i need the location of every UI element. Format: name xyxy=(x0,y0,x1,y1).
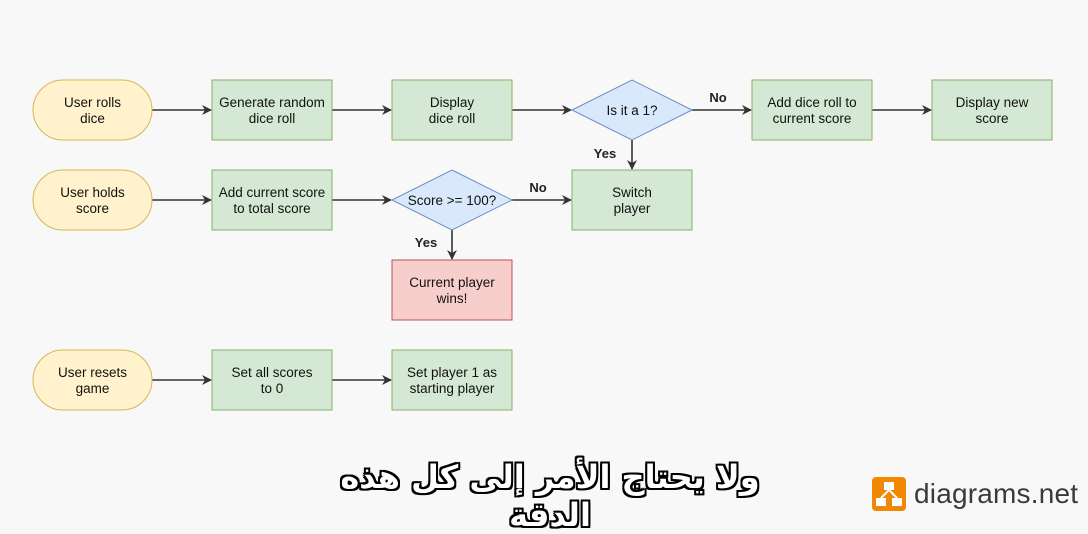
terminal-user-rolls-dice[interactable]: User rolls dice xyxy=(32,79,153,141)
process-set-all-scores-to-0[interactable]: Set all scores to 0 xyxy=(211,349,333,411)
end-current-player-wins[interactable]: Current player wins! xyxy=(391,259,513,321)
terminal-user-holds-score[interactable]: User holds score xyxy=(32,169,153,231)
node-label: User rolls xyxy=(64,95,121,110)
diagrams-net-brand: diagrams.net xyxy=(872,474,1078,514)
node-label: Is it a 1? xyxy=(606,103,657,118)
process-display-dice-roll[interactable]: Display dice roll xyxy=(391,79,513,141)
node-label: User resets xyxy=(58,365,127,380)
node-label: wins! xyxy=(436,291,468,306)
node-label: to 0 xyxy=(261,381,284,396)
edge-label-yes-1: Yes xyxy=(594,146,616,161)
node-label: Switch xyxy=(612,185,652,200)
node-label: Score >= 100? xyxy=(408,193,497,208)
node-label: dice roll xyxy=(249,111,296,126)
node-label: Set player 1 as xyxy=(407,365,497,380)
node-label: current score xyxy=(773,111,852,126)
process-generate-random-dice-roll[interactable]: Generate random dice roll xyxy=(211,79,333,141)
node-label: player xyxy=(614,201,651,216)
node-label: Set all scores xyxy=(231,365,312,380)
node-label: Add current score xyxy=(219,185,326,200)
process-display-new-score[interactable]: Display new score xyxy=(931,79,1053,141)
node-label: to total score xyxy=(233,201,310,216)
node-label: Add dice roll to xyxy=(767,95,856,110)
process-switch-player[interactable]: Switch player xyxy=(571,169,693,231)
process-add-dice-roll-to-current-score[interactable]: Add dice roll to current score xyxy=(751,79,873,141)
node-label: Current player xyxy=(409,275,495,290)
node-label: dice xyxy=(80,111,105,126)
node-label: dice roll xyxy=(429,111,476,126)
node-label: score xyxy=(76,201,109,216)
process-set-player-1-starting[interactable]: Set player 1 as starting player xyxy=(391,349,513,411)
decision-is-it-a-1[interactable]: Is it a 1? xyxy=(570,79,694,141)
node-label: User holds xyxy=(60,185,125,200)
node-label: game xyxy=(76,381,110,396)
node-label: Generate random xyxy=(219,95,325,110)
node-label: Display new xyxy=(956,95,1029,110)
edge-label-no-2: No xyxy=(529,180,546,195)
flowchart: No Yes No Yes User rolls dice Generate r… xyxy=(32,79,1053,411)
edge-label-yes-2: Yes xyxy=(415,235,437,250)
process-add-current-score-to-total[interactable]: Add current score to total score xyxy=(211,169,333,231)
brand-name: diagrams.net xyxy=(914,478,1079,509)
decision-score-over-100[interactable]: Score >= 100? xyxy=(390,169,514,231)
terminal-user-resets-game[interactable]: User resets game xyxy=(32,349,153,411)
node-label: Display xyxy=(430,95,475,110)
edge-label-no-1: No xyxy=(709,90,726,105)
diagrams-logo-icon xyxy=(872,477,906,511)
node-label: starting player xyxy=(410,381,495,396)
node-label: score xyxy=(975,111,1008,126)
